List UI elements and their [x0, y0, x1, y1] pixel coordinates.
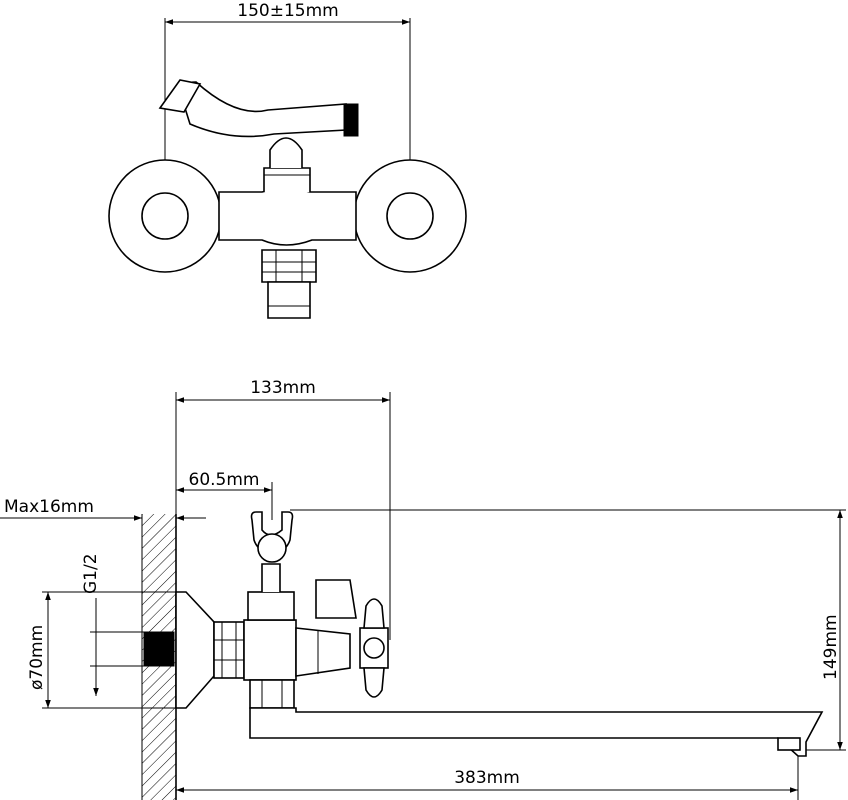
- dimension-height-label: 149mm: [821, 614, 841, 680]
- dimension-width-label: 150±15mm: [237, 1, 338, 21]
- side-view: 133mm 60.5mm Max16mm G1/2 ø7: [0, 378, 846, 800]
- mixer-body-top: [158, 79, 359, 319]
- dimension-projection-label: 133mm: [250, 378, 316, 398]
- dimension-height: 149mm: [290, 509, 846, 751]
- right-eccentric-disc: [353, 159, 467, 273]
- dimension-axis-offset-label: 60.5mm: [189, 470, 260, 490]
- top-view: 150±15mm: [108, 1, 467, 319]
- dimension-thread: G1/2: [81, 553, 144, 696]
- spout: [249, 707, 824, 757]
- dimension-spout-length-label: 383mm: [454, 768, 520, 788]
- dimension-spout-length: 383mm: [176, 756, 799, 800]
- dimension-axis-offset: 60.5mm: [176, 470, 273, 520]
- dimension-projection: 133mm: [175, 378, 391, 640]
- dimension-wall-max: Max16mm: [0, 497, 206, 521]
- dimension-escutcheon: ø70mm: [27, 591, 186, 709]
- eccentric-nut: [213, 621, 245, 679]
- dimension-thread-label: G1/2: [81, 553, 101, 594]
- dimension-wall-max-label: Max16mm: [4, 497, 94, 517]
- mixer-body-side: [243, 511, 389, 709]
- left-eccentric-disc: [108, 159, 222, 273]
- escutcheon-cover: [175, 591, 215, 709]
- dimension-escutcheon-label: ø70mm: [27, 625, 47, 690]
- wall-pipe-thread: [143, 631, 175, 667]
